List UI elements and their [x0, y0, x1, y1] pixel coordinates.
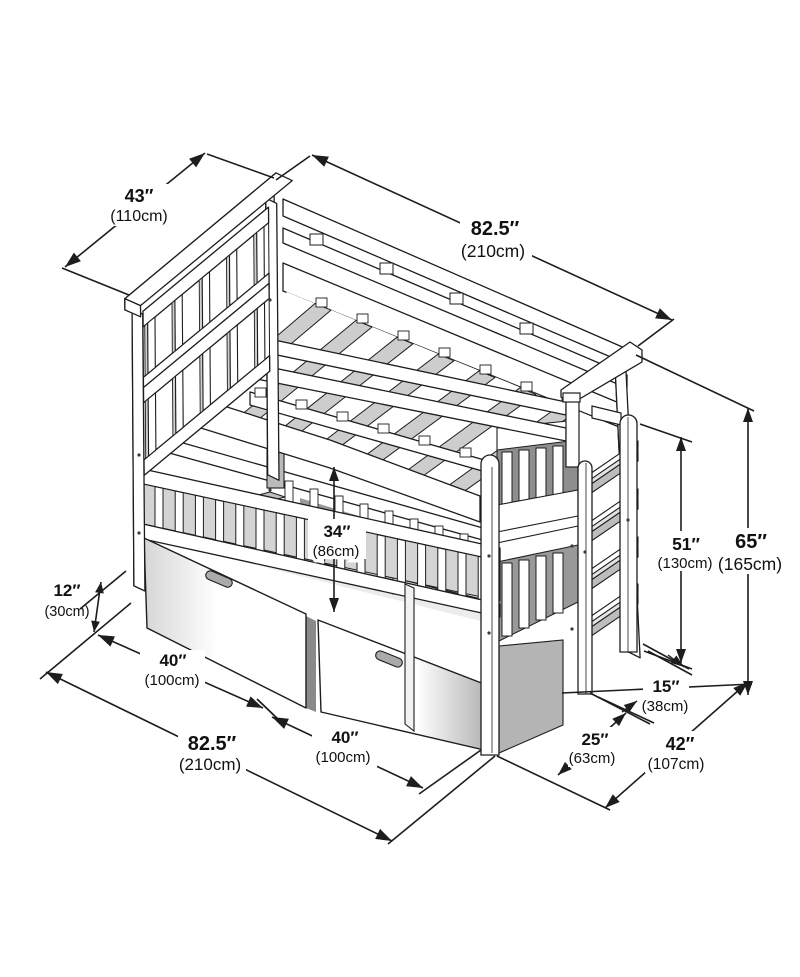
svg-text:25″: 25″: [581, 730, 608, 749]
svg-text:34″: 34″: [323, 522, 350, 541]
svg-text:12″: 12″: [53, 581, 80, 600]
svg-text:(165cm): (165cm): [718, 554, 782, 574]
svg-text:82.5″: 82.5″: [471, 218, 520, 240]
svg-text:(86cm): (86cm): [313, 543, 360, 560]
svg-text:(100cm): (100cm): [315, 749, 370, 766]
svg-text:15″: 15″: [652, 677, 679, 696]
svg-text:(63cm): (63cm): [569, 750, 616, 767]
svg-text:(107cm): (107cm): [648, 756, 705, 773]
svg-text:(30cm): (30cm): [44, 604, 89, 620]
svg-text:(130cm): (130cm): [657, 555, 712, 572]
svg-text:(38cm): (38cm): [642, 698, 689, 715]
svg-text:(210cm): (210cm): [179, 755, 241, 774]
svg-text:(210cm): (210cm): [461, 241, 525, 261]
svg-text:(110cm): (110cm): [110, 208, 168, 225]
svg-text:(100cm): (100cm): [144, 672, 199, 689]
svg-text:40″: 40″: [331, 728, 358, 747]
svg-text:42″: 42″: [666, 734, 695, 754]
svg-text:51″: 51″: [672, 534, 700, 554]
svg-text:65″: 65″: [735, 531, 767, 553]
svg-text:40″: 40″: [159, 651, 186, 670]
svg-text:43″: 43″: [125, 186, 154, 206]
svg-text:82.5″: 82.5″: [188, 733, 237, 755]
